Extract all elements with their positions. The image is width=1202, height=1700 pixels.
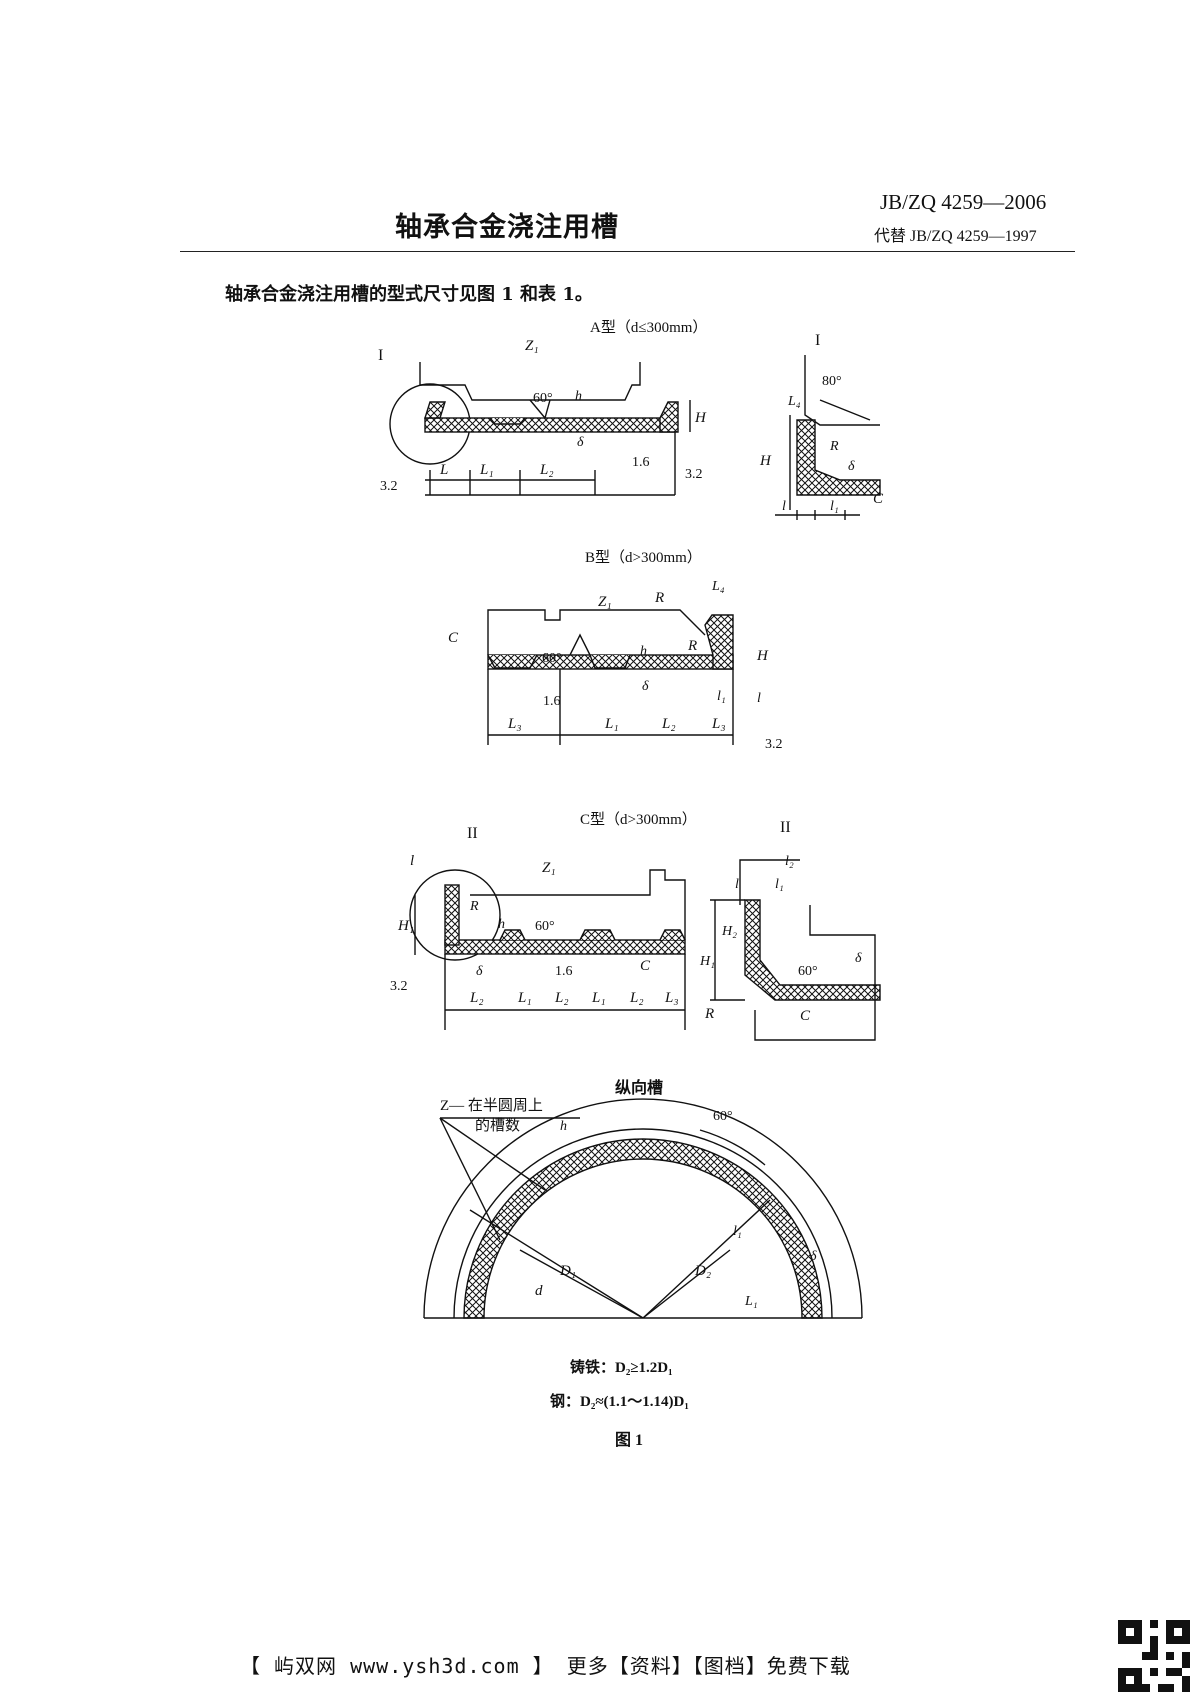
- dim-C-detail-ii: C: [800, 1008, 811, 1024]
- dim-z1-c: Z₁: [542, 860, 556, 876]
- dim-L1-a: L₁: [479, 462, 494, 478]
- z-note-line2: 的槽数: [475, 1117, 520, 1134]
- dim-L3-b-right: L₃: [711, 716, 726, 732]
- dim-L4-b: L₄: [711, 579, 725, 594]
- roughness-32-a-left: 3.2: [380, 479, 398, 494]
- dim-R-detail-ii: R: [704, 1006, 714, 1022]
- roughness-32-b: 3.2: [765, 737, 783, 752]
- dim-L1-c-2: L₁: [591, 990, 606, 1006]
- dim-delta-detail-i: δ: [848, 459, 855, 474]
- dim-l-detail-ii: l: [735, 877, 739, 892]
- replaces-standard: 代替 JB/ZQ 4259—1997: [874, 228, 1037, 245]
- dim-delta-detail-ii: δ: [855, 951, 862, 966]
- roughness-32-c: 3.2: [390, 979, 408, 994]
- dim-h-c: h: [498, 917, 505, 932]
- steel-formula: 钢：D₂≈(1.1～1.14)D₁: [550, 1394, 689, 1410]
- roughness-16-c: 1.6: [555, 964, 573, 979]
- type-a-view: [389, 362, 691, 496]
- dim-H1-c: H₁: [397, 918, 414, 934]
- dim-R-c: R: [469, 899, 479, 914]
- dim-H-b: H: [756, 648, 769, 664]
- detail-i-title: I: [815, 332, 820, 349]
- detail-ii-view: [710, 859, 881, 1041]
- type-b-view: [487, 609, 734, 745]
- type-c-view: [409, 869, 686, 1030]
- dim-delta-a: δ: [577, 435, 584, 450]
- figure-caption: 图 1: [615, 1432, 644, 1449]
- dim-L1-longitudinal: L₁: [744, 1294, 758, 1309]
- z-note-line1: Z— 在半圆周上: [440, 1097, 543, 1114]
- dim-l-c: l: [410, 853, 414, 869]
- detail-i-view: [775, 355, 881, 520]
- angle-60-c: 60°: [535, 919, 555, 934]
- dim-R-b-top: R: [654, 590, 664, 606]
- dim-R-b-bottom: R: [687, 638, 697, 654]
- dim-z1-a: Z₁: [525, 338, 539, 354]
- longitudinal-view: [423, 1098, 863, 1319]
- dim-H1-detail-ii: H₁: [699, 954, 715, 969]
- detail-ii-marker: II: [467, 825, 478, 842]
- standard-number: JB/ZQ 4259—2006: [880, 190, 1047, 214]
- dim-delta-b: δ: [642, 679, 649, 694]
- dim-d: d: [535, 1283, 543, 1299]
- dim-l1-detail-i: l₁: [830, 499, 839, 514]
- dim-D1: D₁: [559, 1263, 576, 1279]
- dim-L2-c-1: L₂: [469, 990, 484, 1006]
- dim-h-longitudinal: h: [560, 1119, 567, 1134]
- dim-L3-b-left: L₃: [507, 716, 522, 732]
- header-rule: [180, 251, 1075, 252]
- dim-l2-detail-ii: l₂: [785, 854, 794, 869]
- roughness-16-a: 1.6: [632, 455, 650, 470]
- detail-ii-title: II: [780, 819, 791, 836]
- roughness-32-a-right: 3.2: [685, 467, 703, 482]
- dim-l-detail-i: l: [782, 499, 786, 514]
- dim-H2-detail-ii: H₂: [721, 924, 737, 939]
- dim-z1-b: Z₁: [598, 594, 612, 610]
- dim-L2-c-3: L₂: [629, 990, 644, 1006]
- dim-L1-c-1: L₁: [517, 990, 532, 1006]
- type-c-label: C型（d>300mm）: [580, 811, 697, 828]
- page-title: 轴承合金浇注用槽: [395, 212, 619, 243]
- dim-L2-a: L₂: [539, 462, 554, 478]
- dim-L4-detail-i: L₄: [787, 394, 801, 409]
- intro-paragraph: 轴承合金浇注用槽的型式尺寸见图 1 和表 1。: [225, 284, 593, 305]
- angle-80: 80°: [822, 374, 842, 389]
- dim-L2-c-2: L₂: [554, 990, 569, 1006]
- angle-60-a: 60°: [533, 391, 553, 406]
- dim-H-detail-i: H: [759, 453, 772, 469]
- angle-60-longitudinal: 60°: [713, 1109, 733, 1124]
- longitudinal-label: 纵向槽: [615, 1078, 663, 1097]
- dim-L-a: L: [439, 462, 448, 478]
- angle-60-b: 60°: [542, 651, 562, 666]
- dim-C-c: C: [640, 958, 651, 974]
- dim-h-a: h: [575, 389, 582, 404]
- footer-watermark: 【 屿双网 www.ysh3d.com 】 更多【资料】【图档】免费下载: [240, 1654, 851, 1678]
- angle-60-detail-ii: 60°: [798, 964, 818, 979]
- dim-l1-b: l₁: [717, 689, 726, 704]
- dim-H-a: H: [694, 410, 707, 426]
- dim-L2-b: L₂: [661, 716, 676, 732]
- dim-l1-detail-ii: l₁: [775, 877, 784, 892]
- roughness-16-b: 1.6: [543, 694, 561, 709]
- dim-L1-b: L₁: [604, 716, 619, 732]
- dim-l1-longitudinal: l₁: [733, 1224, 742, 1239]
- dim-delta-c: δ: [476, 964, 483, 979]
- dim-C-b: C: [448, 630, 459, 646]
- dim-R-detail-i: R: [829, 439, 839, 454]
- dim-C-detail-i: C: [873, 491, 884, 507]
- type-b-label: B型（d>300mm）: [585, 549, 702, 566]
- dim-L3-c: L₃: [664, 990, 679, 1006]
- dim-l-b: l: [757, 691, 761, 706]
- dim-D2: D₂: [694, 1263, 711, 1279]
- dim-delta-longitudinal: δ: [810, 1249, 817, 1264]
- dim-h-b: h: [640, 644, 647, 659]
- qr-code-icon: [1118, 1620, 1190, 1692]
- detail-i-marker: I: [378, 347, 383, 364]
- type-a-label: A型（d≤300mm）: [590, 319, 707, 336]
- cast-iron-formula: 铸铁：D₂≥1.2D₁: [570, 1360, 673, 1376]
